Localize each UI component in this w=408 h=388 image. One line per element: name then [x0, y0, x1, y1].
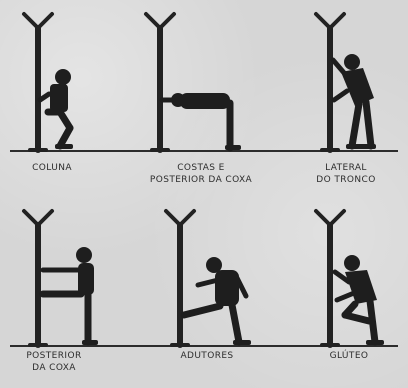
person-costas: [159, 93, 241, 152]
panel-coluna: [22, 12, 74, 153]
caption-posterior-line-2: DA COXA: [32, 363, 76, 373]
caption-gluteo: GLÚTEO: [309, 350, 389, 362]
caption-lateral-line-1: LATERAL: [325, 163, 367, 173]
caption-posterior: POSTERIOR DA COXA: [8, 350, 100, 374]
caption-adutores-line-1: ADUTORES: [180, 351, 234, 361]
panel-lateral: [314, 12, 376, 153]
caption-costas-line-2: POSTERIOR DA COXA: [149, 175, 253, 185]
caption-lateral: LATERAL DO TRONCO: [300, 162, 392, 186]
caption-gluteo-line-1: GLÚTEO: [329, 351, 369, 361]
pole-costas: [144, 12, 176, 153]
person-gluteo: [332, 255, 384, 346]
caption-costas-line-1: COSTAS E: [177, 163, 225, 173]
caption-adutores: ADUTORES: [154, 350, 260, 362]
caption-coluna: COLUNA: [12, 162, 92, 174]
panel-adutores: [164, 209, 251, 348]
caption-lateral-line-2: DO TRONCO: [316, 175, 376, 185]
pole-coluna: [22, 12, 54, 153]
caption-posterior-line-1: POSTERIOR: [26, 351, 82, 361]
person-adutores: [180, 257, 251, 346]
caption-coluna-line-1: COLUNA: [32, 163, 72, 173]
caption-costas: COSTAS E POSTERIOR DA COXA: [132, 162, 270, 186]
pole-lateral: [314, 12, 346, 153]
pole-gluteo: [314, 209, 346, 348]
person-lateral: [330, 54, 376, 150]
pole-posterior: [22, 209, 54, 348]
panel-costas: [144, 12, 241, 153]
person-posterior: [39, 247, 98, 346]
panel-gluteo: [314, 209, 384, 348]
pole-adutores: [164, 209, 196, 348]
person-coluna: [37, 69, 74, 150]
panel-posterior: [22, 209, 98, 348]
